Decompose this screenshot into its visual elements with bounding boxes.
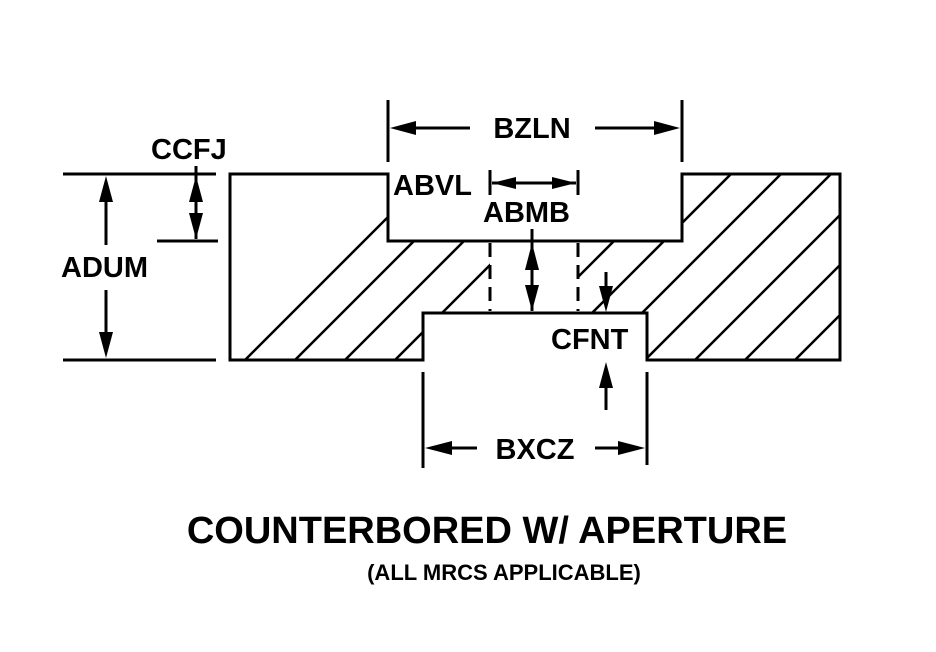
hatch-line: [604, 174, 840, 360]
label-cfnt: CFNT: [551, 324, 629, 356]
hatch-line: [454, 174, 706, 360]
part-outline: [228, 172, 842, 362]
label-abvl: ABVL: [393, 170, 472, 202]
diagram-subtitle: (ALL MRCS APPLICABLE): [367, 560, 641, 585]
label-adum: ADUM: [61, 252, 148, 284]
section-hatching: [230, 150, 936, 400]
hatch-line: [855, 150, 936, 400]
dimension-bzln: [386, 100, 684, 162]
hatch-line: [804, 174, 840, 360]
label-ccfj: CCFJ: [151, 134, 227, 166]
label-bzln: BZLN: [493, 113, 570, 145]
hatch-line: [504, 174, 756, 360]
dimension-cfnt: [599, 272, 613, 410]
dimension-ccfj: [157, 166, 218, 243]
hatch-line: [654, 174, 840, 360]
hatch-line: [704, 174, 840, 360]
label-abmb: ABMB: [483, 197, 570, 229]
hatch-line: [905, 150, 936, 400]
diagram-title: COUNTERBORED W/ APERTURE: [187, 510, 787, 552]
hatch-line: [554, 174, 806, 360]
dimension-abvl: [488, 170, 580, 195]
dimension-aperture-depth: [525, 229, 539, 311]
label-bxcz: BXCZ: [496, 434, 575, 466]
hatch-line: [754, 174, 840, 360]
dimension-adum: [63, 172, 216, 362]
dimension-bxcz: [421, 372, 649, 468]
